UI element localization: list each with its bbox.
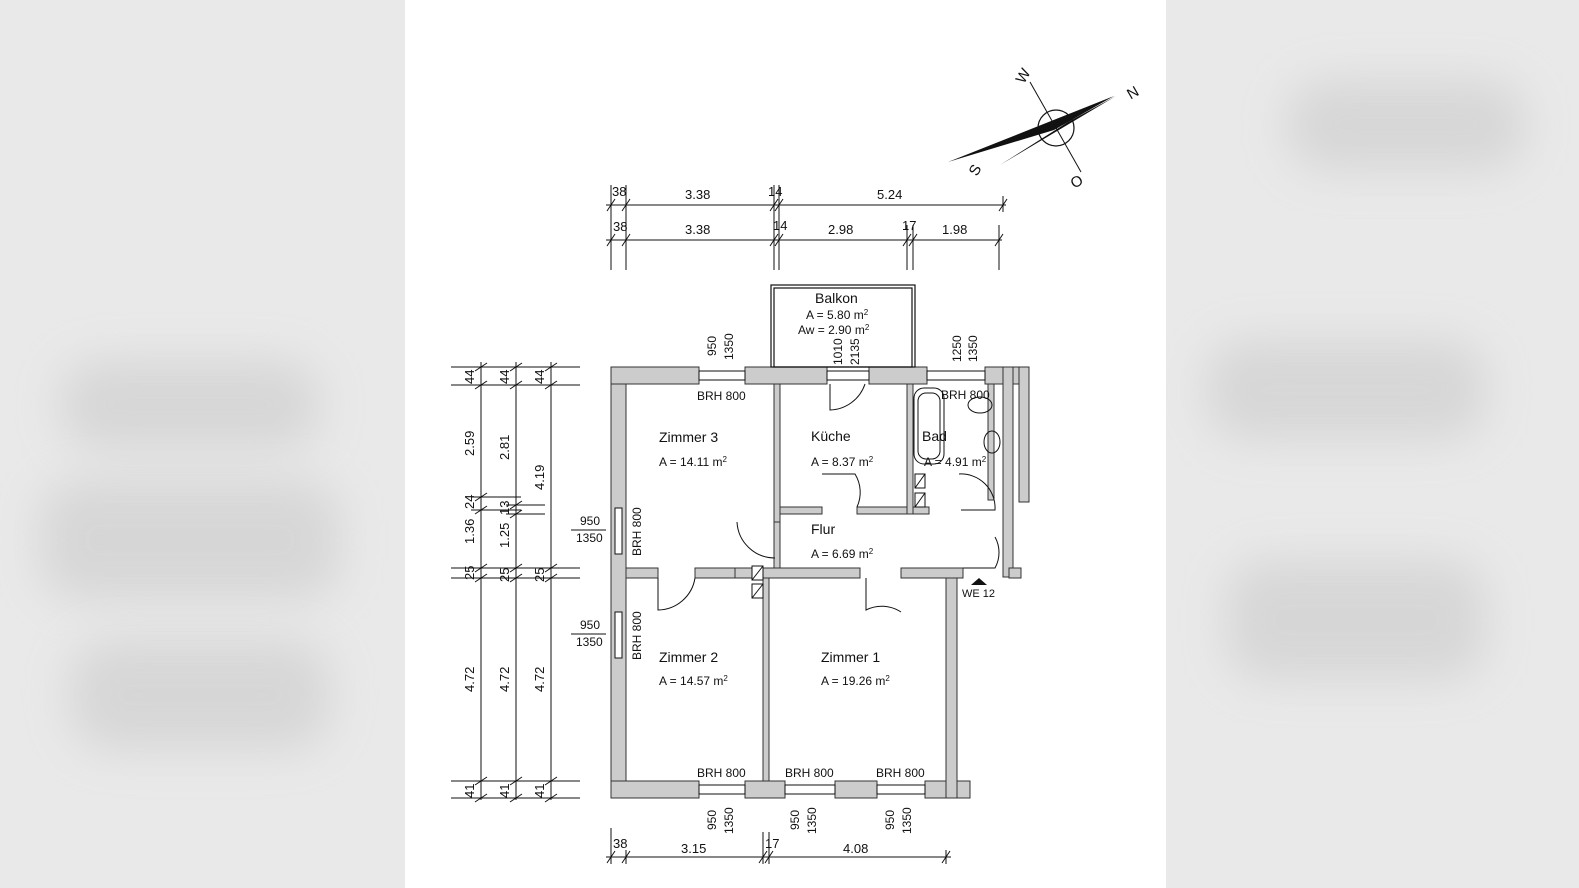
room-zimmer1-area: A = 19.26 m2	[821, 674, 890, 688]
window-brh-zimmer2-side: BRH 800	[630, 611, 644, 660]
room-flur-name: Flur	[811, 521, 835, 537]
windows	[614, 370, 986, 795]
room-kueche-area: A = 8.37 m2	[811, 455, 874, 469]
top-dim-7: 14	[773, 218, 787, 233]
bottom-dimension-lines	[606, 828, 951, 864]
window-1350-bottom-1: 1350	[722, 807, 736, 834]
left-dimension-lines	[451, 362, 580, 803]
left-dim-c2-3: 13	[497, 501, 512, 515]
left-dim-c3-2: 4.19	[532, 465, 547, 490]
entrance-label: WE 12	[962, 588, 995, 600]
ventilation-shafts	[751, 473, 926, 599]
blurred-background-left	[0, 0, 405, 888]
window-1350-bottom-2: 1350	[805, 807, 819, 834]
room-zimmer2-name: Zimmer 2	[659, 649, 718, 665]
window-brh-zimmer3-side: BRH 800	[630, 507, 644, 556]
top-dim-6: 3.38	[685, 222, 710, 237]
top-dimension-lines	[606, 185, 1008, 270]
bottom-dim-4: 4.08	[843, 841, 868, 856]
left-dim-c3-3: 25	[532, 568, 547, 582]
walls	[610, 366, 1030, 799]
compass-west-label: W	[1013, 65, 1035, 86]
top-dim-10: 1.98	[942, 222, 967, 237]
top-dim-8: 2.98	[828, 222, 853, 237]
room-zimmer1-name: Zimmer 1	[821, 649, 880, 665]
window-950-bottom-1: 950	[705, 810, 719, 830]
balcony	[770, 284, 916, 368]
entrance-marker-icon	[971, 578, 987, 585]
window-2135-balkon: 2135	[848, 338, 862, 365]
window-1350-bad: 1350	[966, 335, 980, 362]
top-dim-5: 38	[613, 219, 627, 234]
window-1350-top-1: 1350	[722, 333, 736, 360]
window-1350-side-2: 1350	[576, 635, 603, 649]
left-dim-c3-4: 4.72	[532, 667, 547, 692]
window-1250-bad: 1250	[950, 335, 964, 362]
top-dim-4: 5.24	[877, 187, 902, 202]
floor-plan-sheet: W N S O 38 3.38 14 5.24 38 3.38 14 2.98 …	[405, 0, 1166, 888]
left-dim-c1-6: 4.72	[462, 667, 477, 692]
floor-plan: W N S O 38 3.38 14 5.24 38 3.38 14 2.98 …	[451, 65, 1142, 864]
window-950-bottom-2: 950	[788, 810, 802, 830]
room-zimmer2-area: A = 14.57 m2	[659, 674, 728, 688]
room-zimmer3-name: Zimmer 3	[659, 429, 718, 445]
window-950-side-1: 950	[580, 514, 600, 528]
compass-south-label: S	[966, 162, 986, 179]
left-dim-c2-5: 25	[497, 568, 512, 582]
left-dim-c3-1: 44	[532, 370, 547, 384]
left-dim-c2-4: 1.25	[497, 523, 512, 548]
window-1350-side-1: 1350	[576, 531, 603, 545]
bottom-dim-3: 17	[765, 836, 779, 851]
compass: W N S O	[948, 65, 1142, 192]
window-1010-balkon: 1010	[831, 338, 845, 365]
bottom-dim-2: 3.15	[681, 841, 706, 856]
room-zimmer3-area: A = 14.11 m2	[659, 455, 728, 469]
left-dim-c1-1: 44	[462, 370, 477, 384]
left-dim-c1-7: 41	[462, 784, 477, 798]
left-dim-c1-2: 2.59	[462, 431, 477, 456]
bath-fixtures	[913, 387, 1001, 465]
top-dim-9: 17	[902, 218, 916, 233]
left-dim-c2-2: 2.81	[497, 435, 512, 460]
window-brh-bad: BRH 800	[941, 388, 990, 402]
door-swings	[657, 383, 1000, 613]
room-balkon-name: Balkon	[815, 290, 858, 306]
window-brh-zimmer1-a: BRH 800	[785, 766, 834, 780]
top-dim-2: 3.38	[685, 187, 710, 202]
room-bad-name: Bad	[922, 428, 947, 444]
top-dim-3: 14	[768, 184, 782, 199]
blurred-background-right	[1166, 0, 1579, 888]
window-950-bottom-3: 950	[883, 810, 897, 830]
top-dim-1: 38	[612, 184, 626, 199]
compass-north-label: N	[1124, 83, 1142, 103]
left-dim-c2-7: 41	[497, 784, 512, 798]
left-dim-c1-5: 25	[462, 566, 477, 580]
room-bad-area: A = 4.91 m2	[924, 455, 987, 469]
left-dim-c2-6: 4.72	[497, 667, 512, 692]
compass-east-label: O	[1068, 172, 1087, 193]
room-balkon-wohnflaeche: Aw = 2.90 m2	[798, 323, 870, 337]
window-950-top-1: 950	[705, 336, 719, 356]
left-dim-c3-5: 41	[532, 784, 547, 798]
left-dim-c1-3: 24	[462, 495, 477, 509]
left-dim-c2-1: 44	[497, 370, 512, 384]
room-flur-area: A = 6.69 m2	[811, 547, 874, 561]
bottom-dim-1: 38	[613, 836, 627, 851]
window-brh-zimmer2: BRH 800	[697, 766, 746, 780]
window-brh-zimmer1-b: BRH 800	[876, 766, 925, 780]
room-balkon-area: A = 5.80 m2	[806, 308, 869, 322]
window-1350-bottom-3: 1350	[900, 807, 914, 834]
window-brh-zimmer3: BRH 800	[697, 389, 746, 403]
window-950-side-2: 950	[580, 618, 600, 632]
room-kueche-name: Küche	[811, 428, 851, 444]
left-dim-c1-4: 1.36	[462, 519, 477, 544]
